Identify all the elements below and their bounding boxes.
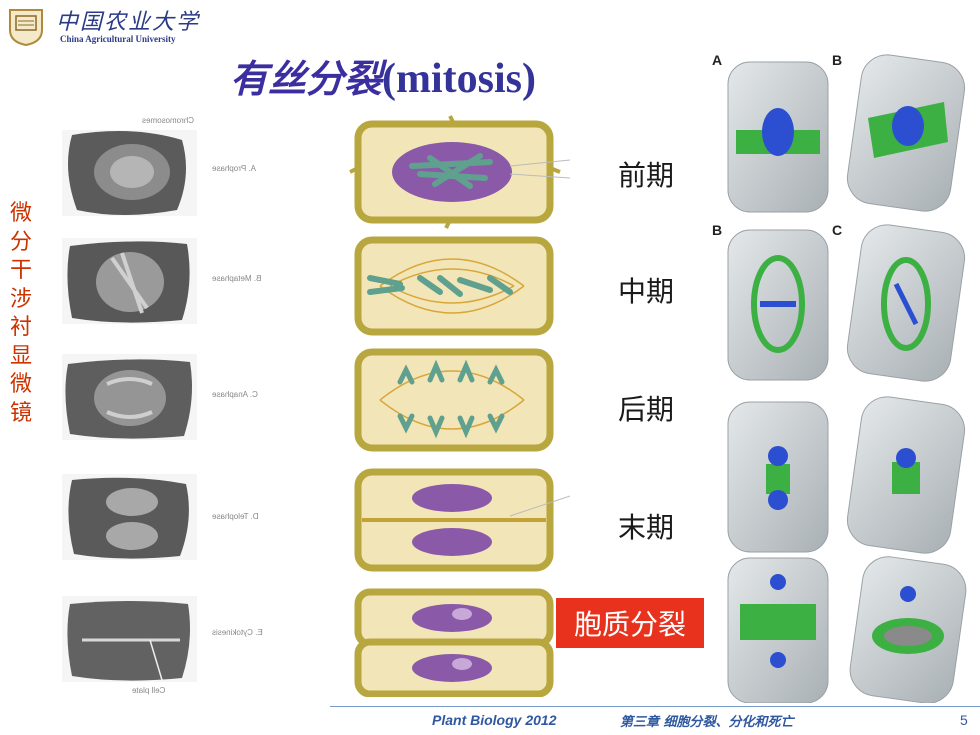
cell-diagram-column [349,115,570,697]
micrograph-prophase [62,130,197,216]
micro-caption-metaphase: B. Metaphase [212,274,262,283]
stage-label-prophase: 前期 [618,159,675,192]
micro-caption-chromosomes: Chromosomes [142,116,195,125]
cell-metaphase [354,236,554,336]
render-prophase-side [846,54,966,212]
slide-title: 有丝分裂(mitosis) [230,48,536,103]
panel-letter-a: A [712,52,723,68]
panel-letter-b2: B [712,222,723,238]
micro-caption-prophase: A. Prophase [212,164,257,173]
render-cytokinesis-front [727,557,829,703]
micrograph-metaphase [62,238,197,324]
footer-divider [330,706,980,707]
micrograph-column: Chromosomes A. Prophase B. Metaphase C. … [62,112,322,702]
stage-label-metaphase: 中期 [618,275,675,308]
micro-caption-telophase: D. Telophase [212,512,259,521]
dic-microscope-label: 微分干涉衬显微镜 [9,201,32,426]
render-prophase-front [727,61,829,213]
micrograph-telophase [62,474,197,560]
render-metaphase-side [846,224,966,382]
title-english: (mitosis) [382,56,536,102]
micrograph-cytokinesis [62,596,197,682]
micro-caption-cell-plate: Cell plate [132,686,166,695]
panel-letter-c: C [832,222,843,238]
logo-english-name: China Agricultural University [60,34,176,44]
university-seal-icon [9,9,43,46]
cell-3d-renders [727,54,967,703]
micro-caption-anaphase: C. Anaphase [212,390,258,399]
micrograph-anaphase [62,354,197,440]
cell-cytokinesis [354,588,554,697]
render-cytokinesis-side [849,556,967,703]
stage-label-cytokinesis: 胞质分裂 [556,598,704,648]
panel-letter-b: B [832,52,843,68]
micro-caption-cytokinesis: E. Cytokinesis [212,628,263,637]
cell-anaphase [354,348,554,452]
footer-chapter: 第三章 细胞分裂、分化和死亡 [620,715,794,730]
page-number: 5 [960,712,968,728]
stage-label-anaphase: 后期 [618,393,675,426]
render-anaphase-front [727,401,829,553]
cell-telophase [354,468,570,572]
logo-chinese-name: 中国农业大学 [56,10,201,35]
footer-course: Plant Biology 2012 [432,712,557,728]
render-anaphase-side [846,396,966,554]
title-chinese: 有丝分裂 [230,57,383,101]
cell-prophase [349,115,570,229]
stage-label-telophase: 末期 [618,511,675,544]
render-metaphase-front [727,229,829,381]
